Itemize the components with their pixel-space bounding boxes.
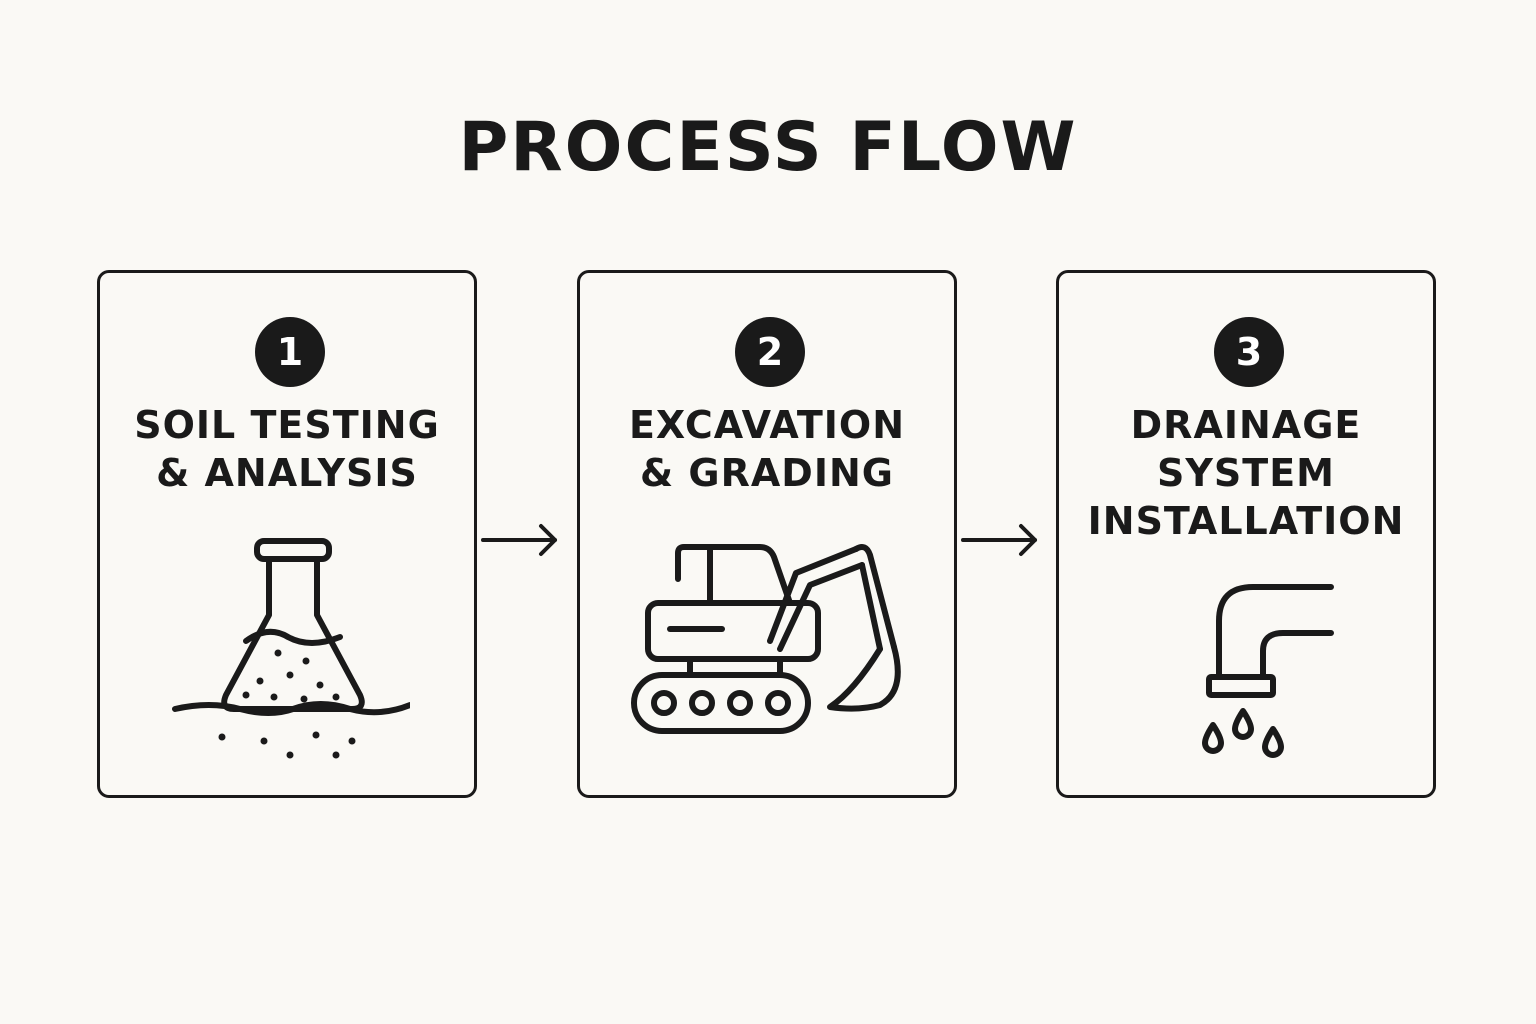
step-label: EXCAVATION & GRADING [580, 401, 954, 497]
step-label: DRAINAGE SYSTEM INSTALLATION [1059, 401, 1433, 545]
drain-pipe-icon [1202, 584, 1334, 758]
step-label-line: & GRADING [640, 451, 894, 495]
step-label-line: INSTALLATION [1087, 499, 1405, 543]
step-number-badge: 2 [735, 317, 805, 387]
step-number-badge: 1 [255, 317, 325, 387]
step-label-line: DRAINAGE [1130, 403, 1362, 447]
step-label: SOIL TESTING & ANALYSIS [100, 401, 474, 497]
step-label-line: EXCAVATION [628, 403, 906, 447]
flow-arrow-icon [961, 524, 1037, 556]
step-card-soil-testing: 1 SOIL TESTING & ANALYSIS [97, 270, 477, 798]
step-label-line: SYSTEM [1157, 451, 1335, 495]
excavator-icon [631, 544, 901, 734]
step-number-badge: 3 [1214, 317, 1284, 387]
step-label-line: & ANALYSIS [156, 451, 418, 495]
page-title: PROCESS FLOW [458, 108, 1078, 187]
flask-soil-icon [172, 538, 410, 759]
flow-arrow-icon [481, 524, 557, 556]
step-label-line: SOIL TESTING [134, 403, 440, 447]
step-card-excavation: 2 EXCAVATION & GRADING [577, 270, 957, 798]
step-card-drainage: 3 DRAINAGE SYSTEM INSTALLATION [1056, 270, 1436, 798]
